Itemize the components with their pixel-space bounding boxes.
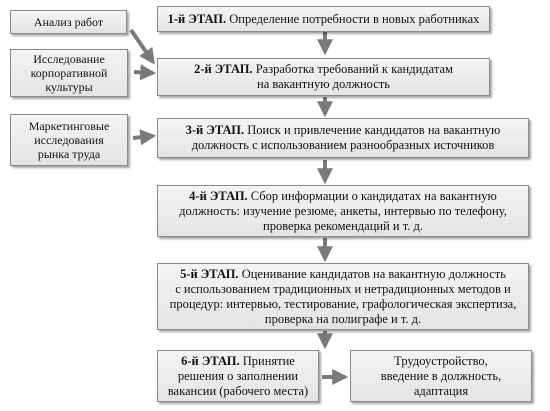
stage-label: 1-й ЭТАП. <box>167 11 227 26</box>
side-box-label: Маркетинговые исследования рынка труда <box>28 119 110 161</box>
side-box-label: Анализ работ <box>33 15 104 29</box>
stage-6-box: 6-й ЭТАП. Принятие решения о заполнении … <box>157 350 319 402</box>
stage-label: 6-й ЭТАП. <box>181 353 240 368</box>
stage-1-box: 1-й ЭТАП. Определение потребности в новы… <box>157 6 490 32</box>
result-label: Трудоустройство, введение в должность, а… <box>380 353 502 398</box>
stage-text: Разработка требований к кандидатам на ва… <box>255 62 453 91</box>
stage-3-box: 3-й ЭТАП. Поиск и привлечение кандидатов… <box>157 118 529 158</box>
stage-5-box: 5-й ЭТАП. Оценивание кандидатов на вакан… <box>157 263 529 330</box>
stage-label: 3-й ЭТАП. <box>185 123 245 137</box>
side-box-marketing-research: Маркетинговые исследования рынка труда <box>10 114 128 166</box>
stage-4-box: 4-й ЭТАП. Сбор информации о кандидатах н… <box>157 185 529 237</box>
arrow-analysis-to-stage2 <box>129 28 155 65</box>
side-box-job-analysis: Анализ работ <box>10 10 127 34</box>
stage-text: Поиск и привлечение кандидатов на вакант… <box>191 123 501 152</box>
arrow-marketing-to-stage3 <box>132 129 157 146</box>
result-box: Трудоустройство, введение в должность, а… <box>350 350 532 402</box>
stage-label: 2-й ЭТАП. <box>194 62 253 76</box>
stage-label: 5-й ЭТАП. <box>180 266 239 281</box>
side-box-label: Исследование корпоративной культуры <box>30 52 108 94</box>
stage-text: Принятие решения о заполнении вакансии (… <box>167 353 309 398</box>
stage-label: 4-й ЭТАП. <box>189 188 248 203</box>
stage-text: Оценивание кандидатов на вакантную должн… <box>169 266 517 326</box>
arrow-culture-to-stage2 <box>133 64 157 81</box>
stage-2-box: 2-й ЭТАП. Разработка требований к кандид… <box>157 58 490 96</box>
stage-text: Сбор информации о кандидатах на вакантну… <box>179 188 507 233</box>
stage-text: Определение потребности в новых работник… <box>226 11 480 26</box>
side-box-corporate-culture: Исследование корпоративной культуры <box>10 49 128 97</box>
